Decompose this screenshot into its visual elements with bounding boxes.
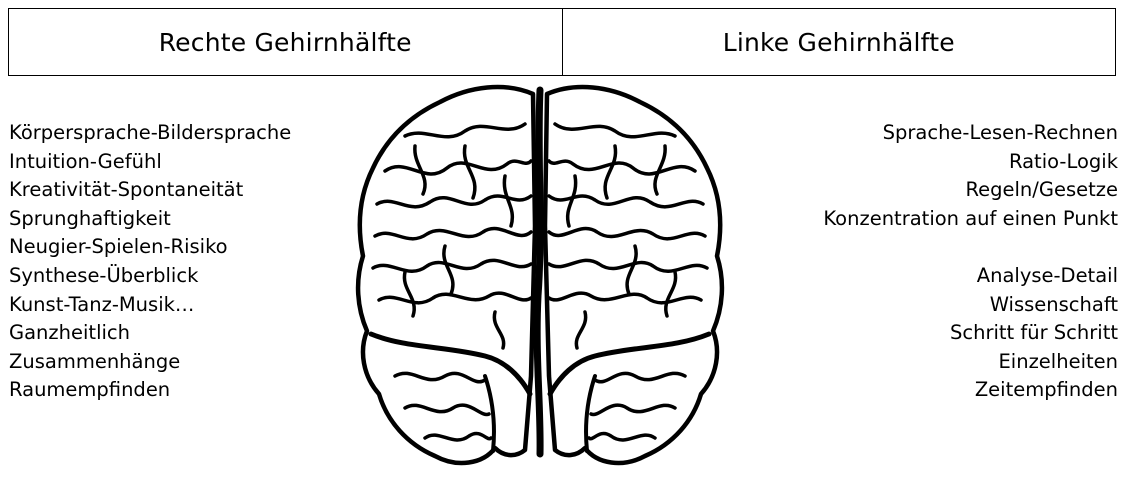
trait-item: Körpersprache-Bildersprache (9, 119, 291, 148)
trait-item: Schritt für Schritt (950, 319, 1118, 348)
gyri-left (373, 124, 531, 440)
left-hemisphere-trait-list-2: Analyse-Detail Wissenschaft Schritt für … (950, 262, 1118, 405)
right-hemisphere-outline (358, 87, 535, 463)
right-hemisphere-title: Rechte Gehirnhälfte (9, 9, 563, 75)
temporal-fold-left (371, 334, 530, 394)
trait-item: Regeln/Gesetze (823, 176, 1118, 205)
trait-item: Einzelheiten (950, 348, 1118, 377)
right-hemisphere-trait-list: Körpersprache-Bildersprache Intuition-Ge… (9, 119, 291, 405)
central-fissure (537, 90, 540, 454)
trait-item: Zusammenhänge (9, 348, 291, 377)
temporal-fold-right (550, 334, 709, 394)
gyri-right (549, 124, 707, 440)
trait-item: Ganzheitlich (9, 319, 291, 348)
trait-item: Intuition-Gefühl (9, 148, 291, 177)
trait-item: Konzentration auf einen Punkt (823, 205, 1118, 234)
trait-item: Analyse-Detail (950, 262, 1118, 291)
brain-illustration (335, 76, 745, 479)
trait-item: Zeitempfinden (950, 376, 1118, 405)
left-hemisphere-trait-list-1: Sprache-Lesen-Rechnen Ratio-Logik Regeln… (823, 119, 1118, 233)
trait-item: Wissenschaft (950, 291, 1118, 320)
trait-item: Sprache-Lesen-Rechnen (823, 119, 1118, 148)
trait-item: Synthese-Überblick (9, 262, 291, 291)
trait-item: Kunst-Tanz-Musik… (9, 291, 291, 320)
trait-item: Ratio-Logik (823, 148, 1118, 177)
left-hemisphere-outline (545, 87, 722, 463)
trait-item: Kreativität-Spontaneität (9, 176, 291, 205)
trait-item: Raumempfinden (9, 376, 291, 405)
trait-item: Sprunghaftigkeit (9, 205, 291, 234)
header-table: Rechte Gehirnhälfte Linke Gehirnhälfte (8, 8, 1116, 76)
trait-item: Neugier-Spielen-Risiko (9, 233, 291, 262)
left-hemisphere-title: Linke Gehirnhälfte (563, 9, 1116, 75)
